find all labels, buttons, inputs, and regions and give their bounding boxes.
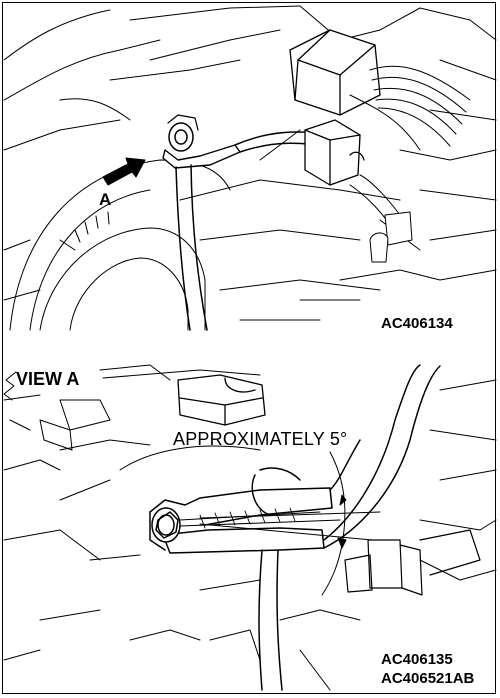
- view-a-arrow: [102, 157, 146, 186]
- composite-code: AC406521AB: [381, 670, 475, 687]
- top-left-round-component: [9, 159, 231, 331]
- view-a-title: VIEW A: [16, 369, 80, 389]
- top-ground-bolt: [162, 114, 241, 169]
- arrow-a-label: A: [99, 190, 112, 209]
- diagram-frame: [2, 2, 496, 694]
- bottom-small-connector: [177, 374, 266, 426]
- angle-callout-label: APPROXIMATELY 5°: [173, 429, 348, 449]
- top-wire-harness: [349, 65, 471, 263]
- bottom-right-connector: [344, 529, 481, 596]
- bottom-view-background-lines: [3, 364, 497, 691]
- view-a-leader: [102, 369, 261, 379]
- top-connector: [289, 29, 381, 186]
- view-a-zigzag: [3, 371, 17, 401]
- bottom-view-code: AC406135: [381, 651, 453, 668]
- bottom-ground-cable: [251, 364, 441, 691]
- bottom-ground-bracket: [149, 487, 341, 554]
- top-view-background-lines: [3, 5, 497, 321]
- top-view-code: AC406134: [381, 315, 453, 332]
- angle-callout: [199, 451, 381, 596]
